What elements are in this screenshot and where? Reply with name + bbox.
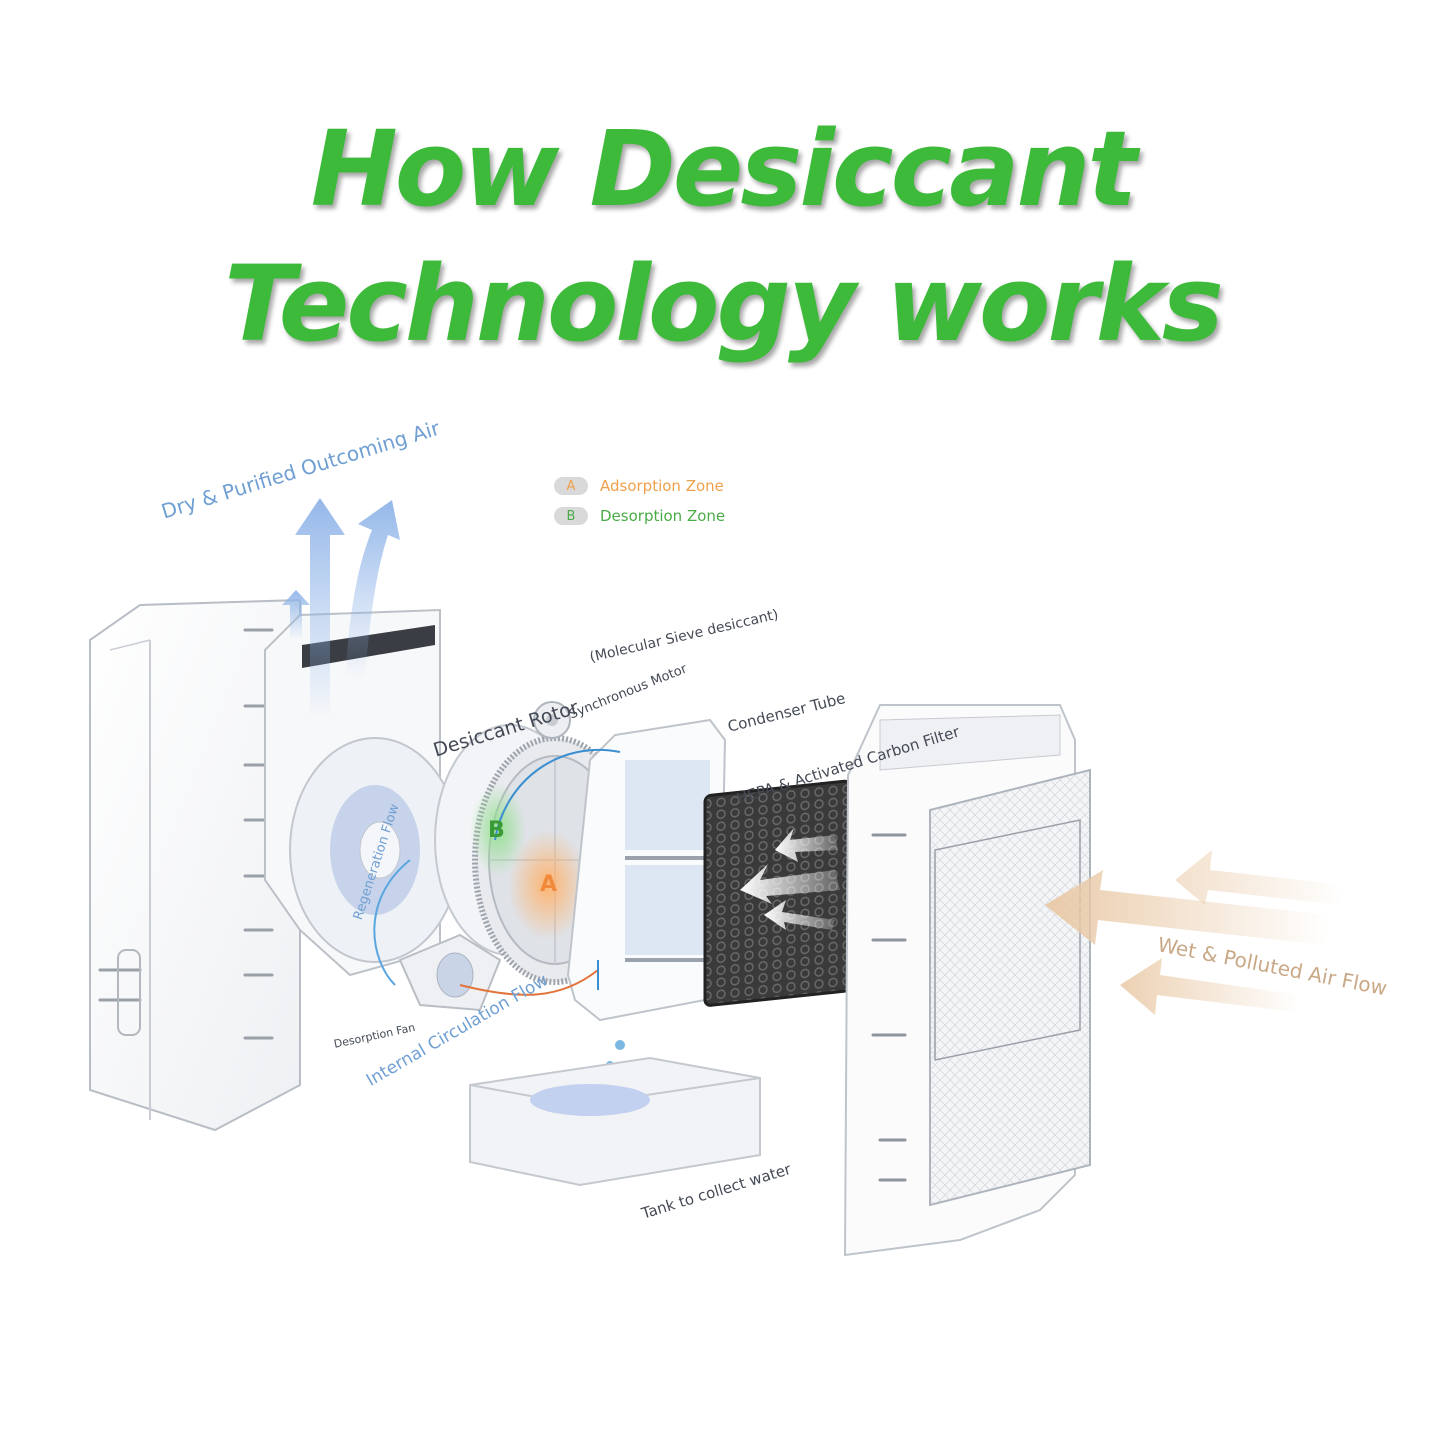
title-line-1: How Desiccant <box>310 108 1137 230</box>
zone-b-marker: B <box>488 818 505 843</box>
dry-air-arrows <box>282 498 400 720</box>
flow-lines <box>373 748 621 996</box>
badge-b: B <box>554 507 588 525</box>
condenser-tube <box>566 718 727 1022</box>
title-line-2: Technology works <box>224 243 1224 365</box>
desorption-fan <box>398 933 502 1012</box>
fan-housing <box>264 608 461 977</box>
legend-label-desorption: Desorption Zone <box>600 507 726 525</box>
water-tank <box>469 1056 761 1187</box>
badge-a: A <box>554 477 588 495</box>
zone-a-marker: A <box>540 872 558 897</box>
legend-label-adsorption: Adsorption Zone <box>600 477 724 495</box>
filter-arrows <box>740 828 840 930</box>
legend-desorption: B Desorption Zone <box>554 507 725 525</box>
legend-adsorption: A Adsorption Zone <box>554 477 724 495</box>
wet-air-arrows <box>1045 850 1345 1015</box>
back-housing <box>843 704 1091 1257</box>
